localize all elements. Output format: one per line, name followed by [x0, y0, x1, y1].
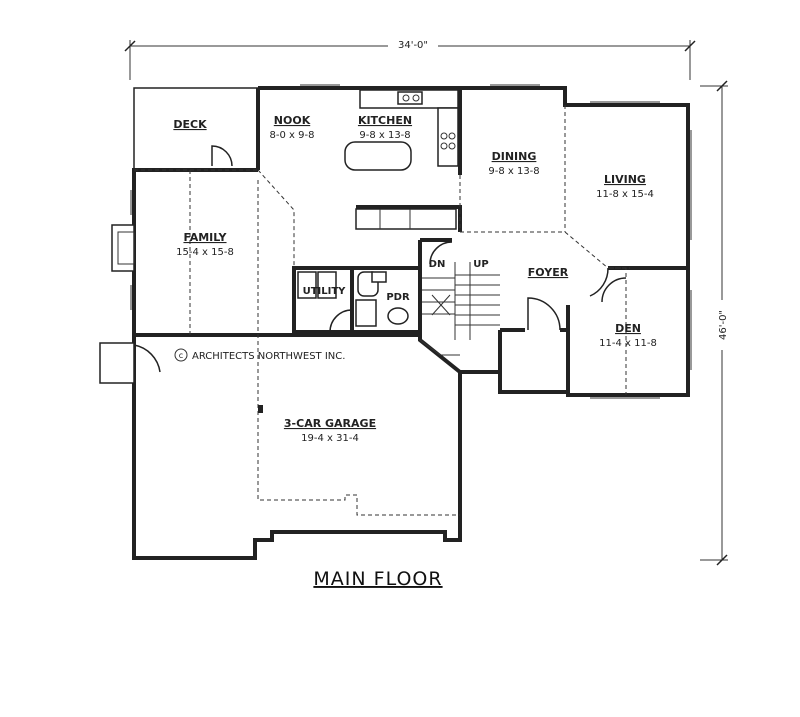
garage-label: 3-CAR GARAGE [284, 417, 376, 430]
nook-label: NOOK [274, 114, 311, 127]
room-labels: DECK NOOK 8-0 x 9-8 KITCHEN 9-8 x 13-8 D… [173, 114, 656, 444]
living-size: 11-8 x 15-4 [596, 189, 654, 200]
kitchen-size: 9-8 x 13-8 [359, 130, 410, 141]
dining-size: 9-8 x 13-8 [488, 166, 539, 177]
copyright-note: c ARCHITECTS NORTHWEST INC. [174, 348, 345, 362]
width-dimension-label: 34'-0" [398, 40, 428, 51]
stair-up-label: UP [473, 259, 488, 270]
den-label: DEN [615, 322, 641, 335]
foyer-label: FOYER [528, 266, 569, 279]
staircase [419, 241, 500, 356]
kitchen-island [344, 141, 412, 171]
windows [130, 84, 692, 399]
depth-dimension-label: 46'-0" [718, 310, 729, 340]
depth-dimension: 46'-0" [700, 80, 732, 566]
dining-label: DINING [492, 150, 537, 163]
garage-size: 19-4 x 31-4 [301, 433, 359, 444]
copyright-text: ARCHITECTS NORTHWEST INC. [192, 351, 345, 362]
living-label: LIVING [604, 173, 646, 186]
bath-fixtures [297, 271, 409, 333]
deck-label: DECK [173, 118, 207, 131]
family-size: 15-4 x 15-8 [176, 247, 234, 258]
stair-down-label: DN [429, 259, 446, 270]
family-label: FAMILY [183, 231, 227, 244]
doors [258, 267, 627, 413]
pdr-label: PDR [386, 292, 410, 303]
plan-title: MAIN FLOOR [313, 568, 442, 590]
deck-area [133, 87, 258, 170]
utility-label: UTILITY [303, 286, 347, 297]
copyright-symbol: c [179, 351, 183, 360]
kitchen-fixtures [344, 89, 459, 230]
dashed-lines [134, 105, 630, 516]
kitchen-label: KITCHEN [358, 114, 412, 127]
width-dimension: 34'-0" [124, 36, 696, 80]
den-size: 11-4 x 11-8 [599, 338, 657, 349]
walls [99, 86, 690, 560]
nook-size: 8-0 x 9-8 [270, 130, 315, 141]
